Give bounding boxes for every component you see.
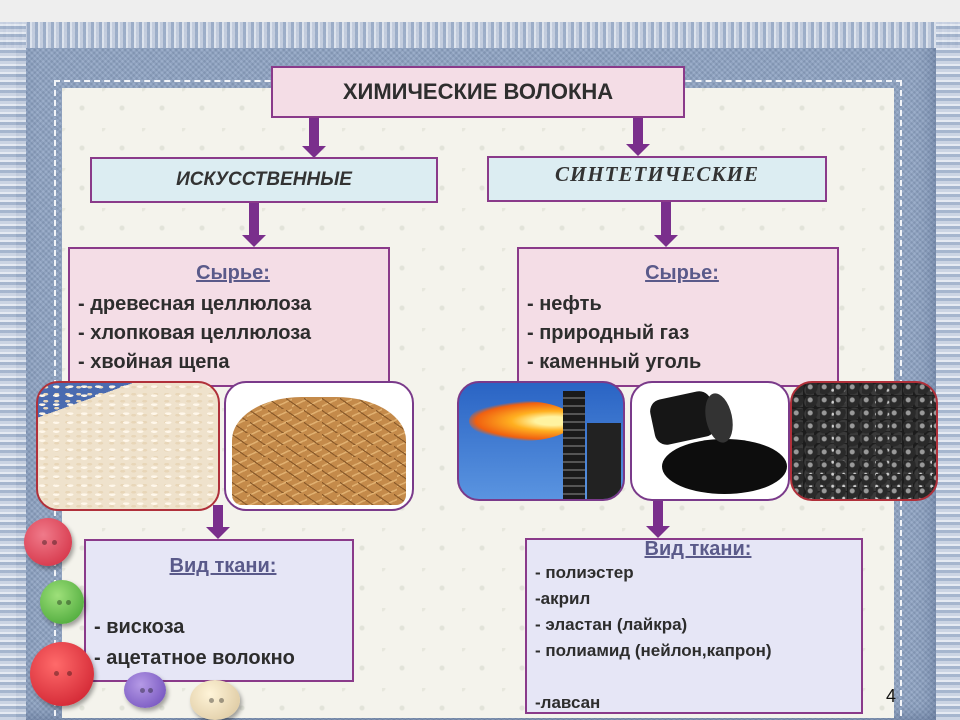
fabric-item-blank [535, 664, 861, 690]
fabric-item: -лавсан [535, 693, 601, 712]
raw-heading-synthetic: Сырье: [645, 262, 719, 284]
arrow-right-to-fabric [646, 501, 670, 538]
fabric-heading-synthetic: Вид ткани: [644, 538, 752, 560]
sewing-button-icon [124, 672, 166, 708]
natural-gas-flare-photo [457, 381, 625, 501]
raw-materials-synthetic: Сырье: - нефть - природный газ - каменны… [517, 247, 839, 387]
fabric-item: - вискоза [94, 616, 185, 638]
fabric-heading-artificial: Вид ткани: [169, 555, 277, 577]
arrow-title-to-right [626, 118, 650, 156]
sewing-button-icon [190, 680, 240, 720]
sewing-button-icon [24, 518, 72, 566]
fabric-types-artificial: Вид ткани: - вискоза - ацетатное волокно [84, 539, 354, 682]
fabric-item: -акрил [535, 589, 591, 608]
raw-item: - каменный уголь [527, 351, 702, 373]
frame-fringe-top [0, 22, 960, 48]
category-artificial: ИСКУССТВЕННЫЕ [90, 157, 438, 203]
arrow-right-to-raw [654, 202, 678, 247]
diagram-title: ХИМИЧЕСКИЕ ВОЛОКНА [271, 66, 685, 118]
raw-item: - природный газ [527, 322, 690, 344]
sewing-button-icon [40, 580, 84, 624]
arrow-left-to-raw [242, 203, 266, 247]
fabric-item: - полиамид (нейлон,капрон) [535, 641, 772, 660]
oil-barrel-photo [630, 381, 790, 501]
fabric-item: - ацетатное волокно [94, 647, 295, 669]
raw-heading-artificial: Сырье: [196, 262, 270, 284]
arrow-left-to-fabric [206, 505, 230, 539]
raw-item: - хлопковая целлюлоза [78, 322, 312, 344]
frame-fringe-right [936, 22, 960, 720]
fabric-types-synthetic: Вид ткани: - полиэстер -акрил - эластан … [525, 538, 863, 714]
page-number: 4 [886, 686, 897, 706]
fabric-item: - эластан (лайкра) [535, 615, 688, 634]
fabric-item: - полиэстер [535, 563, 634, 582]
sewing-button-icon [30, 642, 94, 706]
wood-chips-photo [224, 381, 414, 511]
coal-photo [790, 381, 938, 501]
frame-fringe-left [0, 22, 26, 720]
raw-item: - древесная целлюлоза [78, 293, 312, 315]
arrow-title-to-left [302, 118, 326, 158]
raw-item: - хвойная щепа [78, 351, 230, 373]
raw-item: - нефть [527, 293, 602, 315]
cotton-cellulose-photo [36, 381, 220, 511]
top-bar [0, 0, 960, 22]
category-synthetic: СИНТЕТИЧЕСКИЕ [487, 156, 827, 202]
raw-materials-artificial: Сырье: - древесная целлюлоза - хлопковая… [68, 247, 390, 387]
